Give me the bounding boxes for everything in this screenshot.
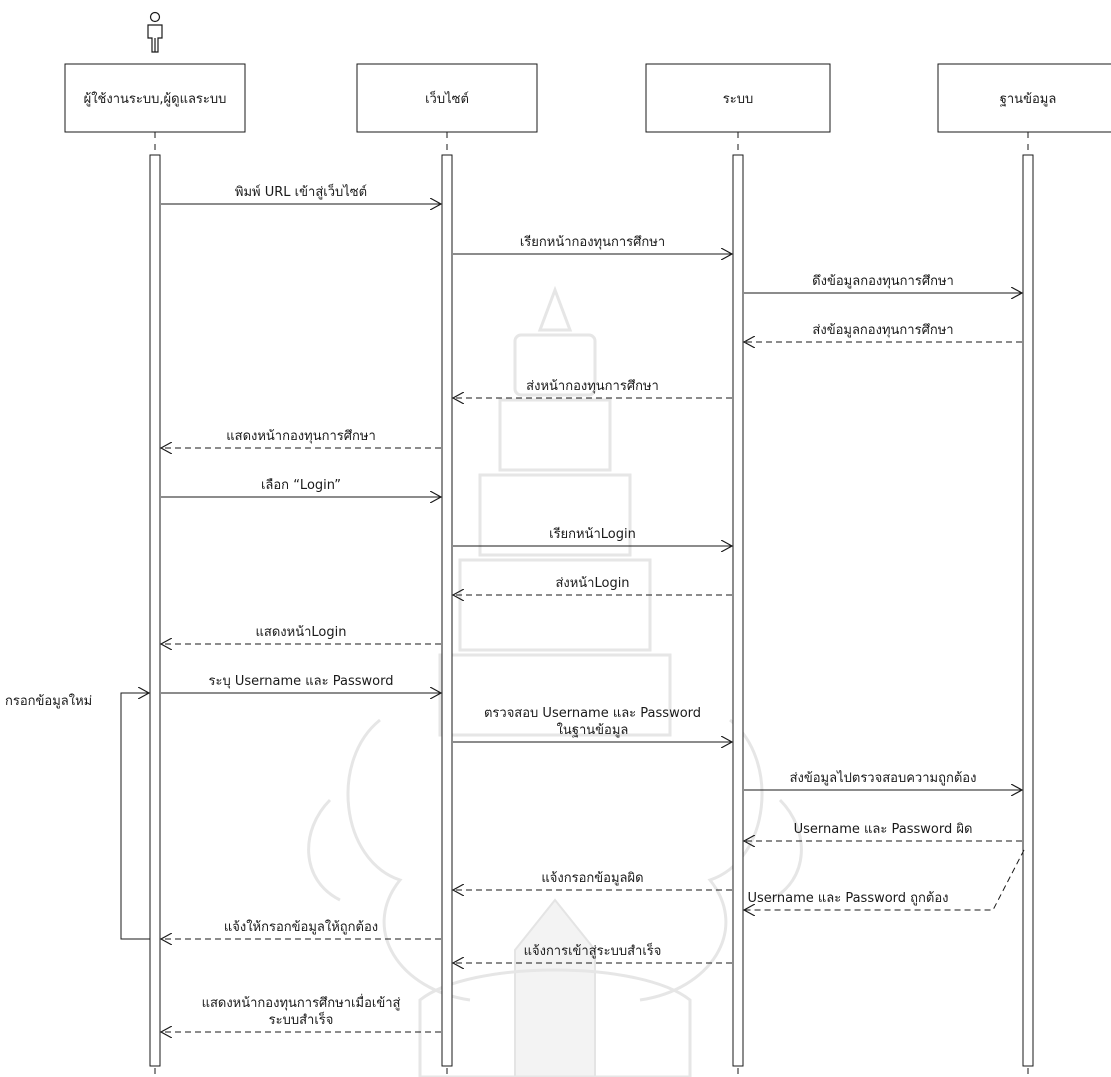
message-label: ตรวจสอบ Username และ Password bbox=[484, 706, 701, 721]
lifeline-box bbox=[937, 63, 1111, 133]
message-label: ส่งหน้าLogin bbox=[555, 576, 629, 591]
activation-bar bbox=[441, 154, 453, 1067]
message-label: แจ้งให้กรอกข้อมูลให้ถูกต้อง bbox=[224, 919, 378, 935]
message-label: ส่งข้อมูลไปตรวจสอบความถูกต้อง bbox=[790, 770, 977, 786]
message-label: แสดงหน้ากองทุนการศึกษาเมื่อเข้าสู่ bbox=[202, 994, 401, 1011]
retry-loop-label: กรอกข้อมูลใหม่ bbox=[5, 693, 92, 709]
activation-bar bbox=[732, 154, 744, 1067]
message-label: พิมพ์ URL เข้าสู่เว็บไซต์ bbox=[235, 182, 367, 200]
message-9: ส่งหน้าLogin bbox=[453, 576, 732, 595]
activation-bar bbox=[149, 154, 161, 1067]
message-label: แสดงหน้าLogin bbox=[256, 625, 347, 640]
user-actor-icon bbox=[147, 11, 163, 53]
message-19: แสดงหน้ากองทุนการศึกษาเมื่อเข้าสู่ระบบสำ… bbox=[161, 994, 441, 1032]
retry-loop-arrow bbox=[120, 693, 150, 940]
message-17: แจ้งให้กรอกข้อมูลให้ถูกต้อง bbox=[161, 919, 441, 939]
message-3: ดึงข้อมูลกองทุนการศึกษา bbox=[744, 274, 1022, 293]
lifeline-box bbox=[356, 63, 538, 133]
message-label: ดึงข้อมูลกองทุนการศึกษา bbox=[812, 274, 954, 289]
message-5: ส่งหน้ากองทุนการศึกษา bbox=[453, 379, 732, 398]
retry-loop: กรอกข้อมูลใหม่ bbox=[5, 693, 150, 940]
message-7: เลือก “Login” bbox=[161, 477, 441, 497]
message-15: แจ้งกรอกข้อมูลผิด bbox=[453, 871, 732, 890]
message-label: Username และ Password ผิด bbox=[794, 822, 973, 837]
lifeline-user: ผู้ใช้งานระบบ,ผู้ดูแลระบบ bbox=[64, 63, 246, 1077]
message-4: ส่งข้อมูลกองทุนการศึกษา bbox=[744, 323, 1022, 342]
message-2: เรียกหน้ากองทุนการศึกษา bbox=[453, 234, 732, 254]
message-1: พิมพ์ URL เข้าสู่เว็บไซต์ bbox=[161, 182, 441, 204]
message-8: เรียกหน้าLogin bbox=[453, 526, 732, 546]
lifeline-box bbox=[64, 63, 246, 133]
message-label: แจ้งกรอกข้อมูลผิด bbox=[541, 871, 643, 886]
message-label: เรียกหน้ากองทุนการศึกษา bbox=[520, 234, 665, 250]
message-label: แจ้งการเข้าสู่ระบบสำเร็จ bbox=[524, 941, 662, 959]
lifeline-db: ฐานข้อมูล bbox=[937, 63, 1111, 1077]
lifeline-label: เว็บไซต์ bbox=[425, 89, 469, 107]
message-11: ระบุ Username และ Password bbox=[161, 674, 441, 693]
watermark-emblem bbox=[307, 285, 803, 1077]
message-label: เลือก “Login” bbox=[261, 477, 341, 493]
lifeline-label: ฐานข้อมูล bbox=[1000, 92, 1057, 107]
message-label: Username และ Password ถูกต้อง bbox=[747, 891, 948, 906]
message-label: ระบบสำเร็จ bbox=[269, 1010, 334, 1028]
activation-bar bbox=[1022, 154, 1034, 1067]
lifeline-label: ระบบ bbox=[723, 92, 753, 107]
lifeline-web: เว็บไซต์ bbox=[356, 63, 538, 1077]
message-label: ส่งหน้ากองทุนการศึกษา bbox=[526, 379, 659, 394]
lifeline-label: ผู้ใช้งานระบบ,ผู้ดูแลระบบ bbox=[84, 91, 227, 107]
message-18: แจ้งการเข้าสู่ระบบสำเร็จ bbox=[453, 941, 732, 963]
message-10: แสดงหน้าLogin bbox=[161, 625, 441, 644]
message-label: แสดงหน้ากองทุนการศึกษา bbox=[226, 429, 376, 444]
message-16: Username และ Password ถูกต้อง bbox=[744, 849, 1025, 910]
lifeline-box bbox=[645, 63, 831, 133]
message-label: เรียกหน้าLogin bbox=[549, 526, 636, 542]
message-label: ระบุ Username และ Password bbox=[209, 674, 394, 689]
message-arrow bbox=[744, 849, 1025, 910]
message-13: ส่งข้อมูลไปตรวจสอบความถูกต้อง bbox=[744, 770, 1022, 790]
lifeline-sys: ระบบ bbox=[645, 63, 831, 1077]
message-label: ส่งข้อมูลกองทุนการศึกษา bbox=[812, 323, 953, 338]
message-14: Username และ Password ผิด bbox=[744, 822, 1022, 841]
message-6: แสดงหน้ากองทุนการศึกษา bbox=[161, 429, 441, 448]
message-label: ในฐานข้อมูล bbox=[557, 722, 629, 738]
